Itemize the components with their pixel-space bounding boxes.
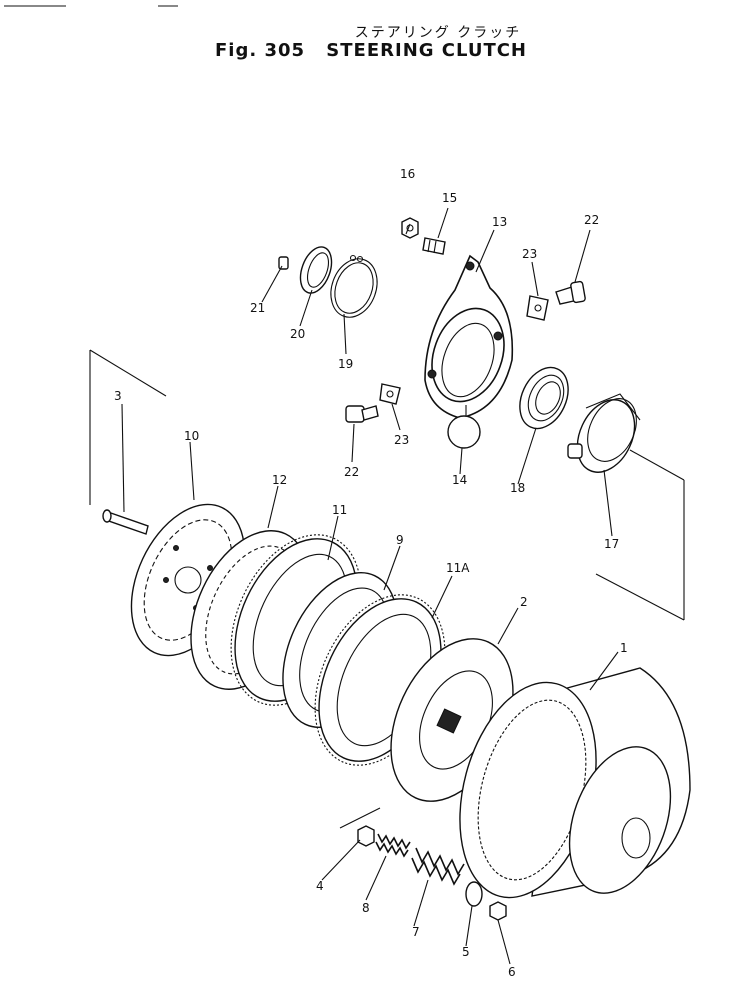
callout-10: 10 [184, 429, 199, 443]
callout-22-upper: 22 [584, 213, 599, 227]
figure-title: Fig. 305 STEERING CLUTCH [0, 40, 756, 61]
callout-18: 18 [510, 481, 525, 495]
part-4-nut [357, 825, 375, 847]
callout-16: 16 [400, 167, 415, 181]
callout-8: 8 [362, 901, 370, 915]
figure-title-text: STEERING CLUTCH [326, 40, 528, 61]
callout-9: 9 [396, 533, 404, 547]
leader-lines [89, 207, 685, 965]
callout-12: 12 [272, 473, 287, 487]
callout-13: 13 [492, 215, 507, 229]
callout-14: 14 [452, 473, 467, 487]
callout-6: 6 [508, 965, 516, 979]
part-5-washer [465, 881, 483, 907]
part-6-nut [489, 901, 507, 921]
callout-7: 7 [412, 925, 420, 939]
callout-15: 15 [442, 191, 457, 205]
part-1-drum [459, 667, 691, 899]
part-18-bearing [519, 366, 569, 430]
part-23-plate-upper [526, 295, 549, 321]
callout-17: 17 [604, 537, 619, 551]
part-21-set-screw [278, 256, 289, 270]
part-13-yoke [424, 254, 514, 419]
figure-number: Fig. 305 [214, 40, 306, 61]
callout-11a: 11A [446, 561, 470, 575]
part-3-pin [102, 509, 149, 535]
callout-4: 4 [316, 879, 324, 893]
japanese-subtitle: ステアリング クラッチ [354, 25, 522, 41]
callout-5: 5 [462, 945, 470, 959]
callout-2: 2 [520, 595, 528, 609]
callout-19: 19 [338, 357, 353, 371]
part-19-snap-ring [330, 254, 378, 318]
callout-23-upper: 23 [522, 247, 537, 261]
part-22-bolt-lower [345, 405, 379, 423]
callout-23-lower: 23 [394, 433, 409, 447]
callout-21: 21 [250, 301, 265, 315]
callout-11: 11 [332, 503, 347, 517]
part-14-ball [447, 405, 481, 449]
callout-22-lower: 22 [344, 465, 359, 479]
part-15-stud [422, 237, 446, 255]
part-22-bolt-upper [555, 280, 586, 305]
part-23-plate-lower [379, 383, 401, 405]
part-8-spring-small [375, 833, 411, 858]
part-17-cage [567, 393, 641, 473]
callout-3: 3 [114, 389, 122, 403]
part-16-nut [401, 217, 419, 239]
callout-1: 1 [620, 641, 628, 655]
part-20-ring-nut [299, 246, 333, 294]
callout-20: 20 [290, 327, 305, 341]
part-7-spring-large [411, 847, 465, 886]
